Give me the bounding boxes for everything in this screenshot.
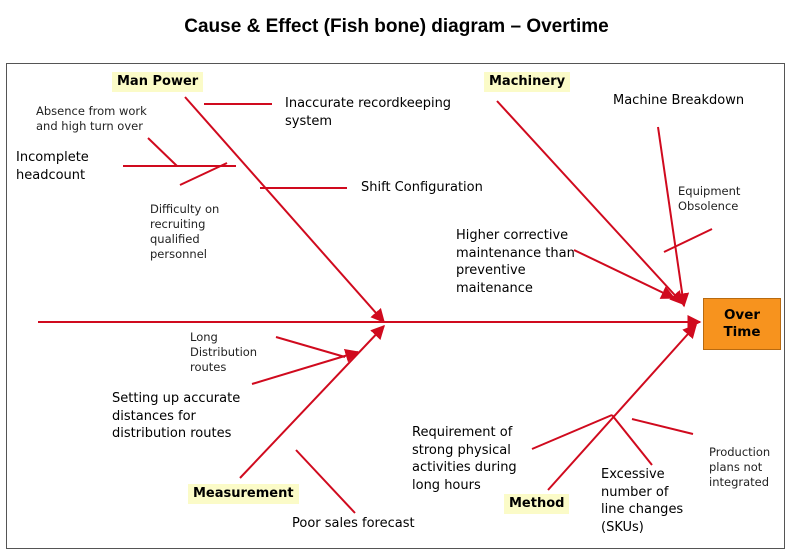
sub-production [631, 418, 694, 435]
bone-machinery [496, 100, 684, 306]
bone-method [547, 323, 697, 491]
category-man-power: Man Power [112, 72, 204, 92]
sub-long-routes [275, 336, 346, 358]
cause-corrective: Higher corrective maintenance than preve… [456, 228, 575, 296]
sub-physical [531, 414, 613, 450]
category-measurement: Measurement [188, 484, 299, 504]
cause-recruiting: Difficulty on recruiting qualified perso… [150, 202, 220, 261]
sub-forecast [295, 449, 356, 514]
sub-absence [147, 137, 178, 167]
cause-absence: Absence from work and high turn over [36, 104, 147, 133]
sub-corrective [573, 249, 676, 299]
cause-long-routes: Long Distribution routes [190, 330, 258, 374]
cause-production: Production plans not integrated [709, 445, 771, 489]
cause-forecast: Poor sales forecast [292, 516, 415, 531]
cause-incomplete: Incomplete headcount [16, 150, 89, 183]
diagram-frame [6, 63, 785, 549]
bone-machine-breakdown [657, 126, 690, 308]
sub-line-changes [611, 414, 653, 466]
cause-distances: Setting up accurate distances for distri… [112, 391, 241, 441]
sub-obsolence [663, 228, 713, 253]
bone-man-power [184, 96, 385, 324]
diagram-title: Cause & Effect (Fish bone) diagram – Ove… [184, 16, 609, 37]
cause-line-changes: Excessive number of line changes (SKUs) [601, 467, 684, 535]
sub-recruiting [179, 162, 228, 186]
effect-box: Over Time [703, 298, 781, 350]
bone-measurement [239, 324, 385, 479]
effect-label-line2: Time [723, 324, 761, 340]
cause-shift: Shift Configuration [361, 180, 483, 195]
cause-physical: Requirement of strong physical activitie… [412, 425, 517, 493]
cause-recordkeeping: Inaccurate recordkeeping system [285, 96, 452, 129]
category-machinery: Machinery [484, 72, 571, 92]
cause-breakdown: Machine Breakdown [613, 93, 745, 108]
category-method: Method [504, 494, 570, 514]
sub-distances [251, 348, 360, 385]
effect-label-line1: Over [723, 307, 761, 323]
cause-obsolence: Equipment Obsolence [678, 184, 741, 213]
